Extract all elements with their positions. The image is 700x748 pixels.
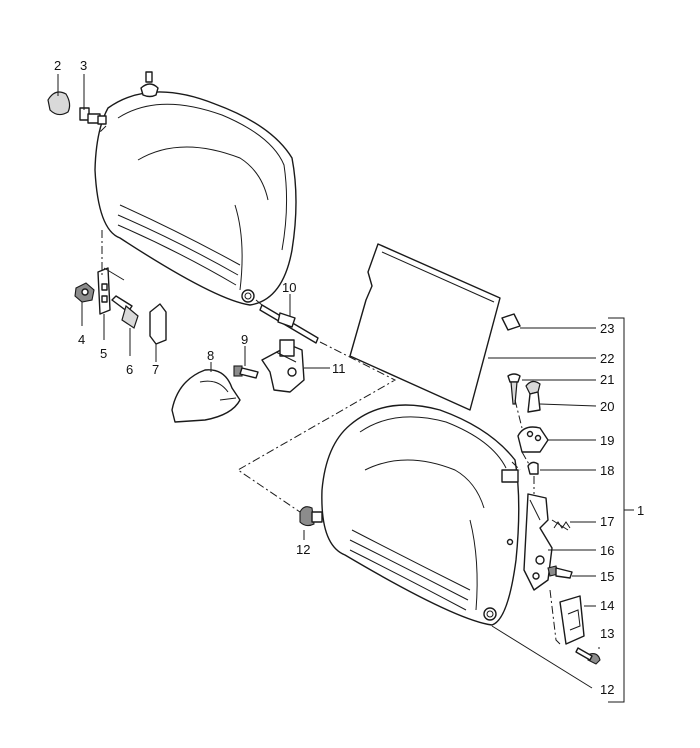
threaded-pin	[79, 107, 107, 125]
striker-plate-14	[559, 595, 585, 645]
clip-23	[501, 313, 521, 331]
latch-mechanism-16	[523, 493, 553, 591]
callout-12-bottom: 12	[600, 682, 614, 697]
callout-20: 20	[600, 399, 614, 414]
spring-17	[551, 519, 571, 531]
assembly-lines	[99, 125, 561, 645]
callout-23: 23	[600, 321, 614, 336]
callout-12-left: 12	[296, 542, 310, 557]
leader-lines	[57, 74, 634, 703]
clip-18	[527, 461, 539, 475]
callout-13: 13	[600, 626, 614, 641]
callout-2: 2	[54, 58, 61, 73]
latch-plate-19	[517, 426, 549, 453]
self-tapping-screw-21	[507, 373, 521, 405]
backrest-top-knob	[140, 71, 159, 98]
bolt-15	[547, 565, 573, 579]
callout-8: 8	[207, 348, 214, 363]
callout-5: 5	[100, 346, 107, 361]
callout-11: 11	[332, 361, 346, 376]
lower-backrest-shell	[321, 404, 520, 626]
callout-22: 22	[600, 351, 614, 366]
callout-6: 6	[126, 362, 133, 377]
callout-4: 4	[78, 332, 85, 347]
back-panel	[349, 243, 501, 411]
callout-15: 15	[600, 569, 614, 584]
hinge-cover	[171, 369, 241, 423]
mounting-button	[299, 506, 323, 527]
hex-nut	[74, 282, 95, 303]
callout-labels: 1 2 3 4 5 6 7 8 9 10 11 12 12 13 14 15 1…	[54, 58, 644, 697]
callout-16: 16	[600, 543, 614, 558]
plug-20	[525, 380, 541, 413]
cap-knob	[47, 91, 71, 116]
callout-7: 7	[152, 362, 159, 377]
callout-1: 1	[637, 503, 644, 518]
screw-13	[575, 647, 601, 665]
hinge-bracket	[97, 267, 125, 315]
trim-cover	[149, 303, 167, 345]
callout-10: 10	[282, 280, 296, 295]
callout-9: 9	[241, 332, 248, 347]
callout-21: 21	[600, 372, 614, 387]
callout-19: 19	[600, 433, 614, 448]
upper-backrest-shell	[94, 91, 297, 306]
callout-18: 18	[600, 463, 614, 478]
callout-3: 3	[80, 58, 87, 73]
callout-14: 14	[600, 598, 614, 613]
screw-small	[233, 365, 259, 379]
callout-17: 17	[600, 514, 614, 529]
hinge-rod	[259, 304, 319, 344]
shoulder-bolt	[111, 295, 139, 329]
hinge-bracket-assembly	[261, 339, 305, 393]
